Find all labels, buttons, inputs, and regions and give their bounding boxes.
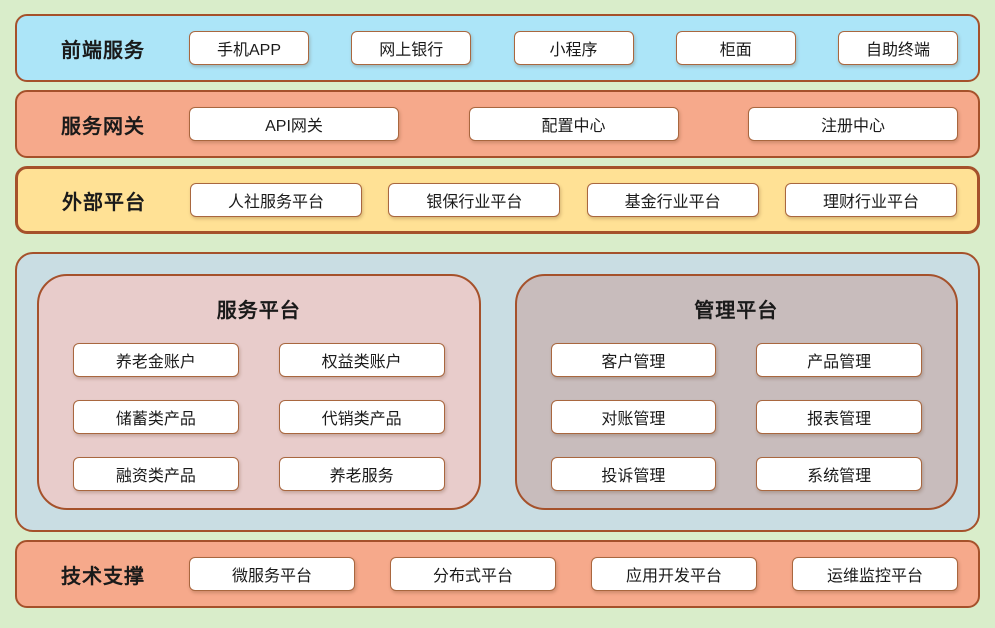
- tech-support-band: 技术支撑 微服务平台 分布式平台 应用开发平台 运维监控平台: [15, 540, 980, 608]
- item-financing-products: 融资类产品: [73, 457, 239, 491]
- core-platforms-section: 服务平台 养老金账户 权益类账户 储蓄类产品 代销类产品 融资类产品 养老服务 …: [15, 252, 980, 532]
- external-platforms-label: 外部平台: [62, 191, 146, 214]
- item-wealth-industry-platform: 理财行业平台: [784, 183, 957, 217]
- frontend-services-label: 前端服务: [61, 39, 145, 62]
- item-complaint-management: 投诉管理: [550, 457, 717, 491]
- item-report-management: 报表管理: [756, 400, 922, 434]
- item-mini-program: 小程序: [513, 31, 634, 65]
- item-fund-industry-platform: 基金行业平台: [586, 183, 759, 217]
- item-registry-center: 注册中心: [748, 107, 958, 141]
- management-platform-box: 管理平台 客户管理 产品管理 对账管理 报表管理 投诉管理 系统管理: [514, 274, 958, 510]
- service-gateway-items: API网关 配置中心 注册中心: [189, 107, 958, 141]
- item-counter: 柜面: [675, 31, 796, 65]
- item-product-management: 产品管理: [756, 343, 922, 377]
- service-gateway-band: 服务网关 API网关 配置中心 注册中心: [15, 90, 980, 158]
- item-equity-account: 权益类账户: [278, 343, 445, 377]
- item-social-security-platform: 人社服务平台: [190, 183, 362, 217]
- item-online-banking: 网上银行: [351, 31, 472, 65]
- service-platform-box: 服务平台 养老金账户 权益类账户 储蓄类产品 代销类产品 融资类产品 养老服务: [37, 274, 481, 510]
- management-platform-title: 管理平台: [694, 300, 779, 322]
- item-reconciliation-management: 对账管理: [550, 400, 717, 434]
- item-pension-account: 养老金账户: [73, 343, 239, 377]
- service-platform-grid: 养老金账户 权益类账户 储蓄类产品 代销类产品 融资类产品 养老服务: [73, 343, 445, 491]
- external-platforms-band: 外部平台 人社服务平台 银保行业平台 基金行业平台 理财行业平台: [15, 166, 980, 234]
- item-pension-services: 养老服务: [278, 457, 445, 491]
- item-self-service-terminal: 自助终端: [838, 31, 958, 65]
- item-microservice-platform: 微服务平台: [189, 557, 355, 591]
- external-platforms-items: 人社服务平台 银保行业平台 基金行业平台 理财行业平台: [190, 183, 957, 217]
- tech-support-items: 微服务平台 分布式平台 应用开发平台 运维监控平台: [189, 557, 958, 591]
- service-platform-title: 服务平台: [216, 300, 301, 322]
- tech-support-label: 技术支撑: [61, 565, 145, 588]
- item-distributed-platform: 分布式平台: [390, 557, 556, 591]
- item-app-dev-platform: 应用开发平台: [591, 557, 757, 591]
- item-api-gateway: API网关: [189, 107, 399, 141]
- item-ops-monitoring-platform: 运维监控平台: [792, 557, 958, 591]
- service-gateway-label: 服务网关: [61, 115, 145, 138]
- item-savings-products: 储蓄类产品: [73, 400, 239, 434]
- frontend-services-band: 前端服务 手机APP 网上银行 小程序 柜面 自助终端: [15, 14, 980, 82]
- item-system-management: 系统管理: [756, 457, 922, 491]
- item-mobile-app: 手机APP: [189, 31, 309, 65]
- item-config-center: 配置中心: [468, 107, 679, 141]
- item-consignment-products: 代销类产品: [278, 400, 445, 434]
- item-customer-management: 客户管理: [550, 343, 717, 377]
- management-platform-grid: 客户管理 产品管理 对账管理 报表管理 投诉管理 系统管理: [550, 343, 922, 491]
- item-bancassurance-platform: 银保行业平台: [388, 183, 561, 217]
- frontend-services-items: 手机APP 网上银行 小程序 柜面 自助终端: [189, 31, 958, 65]
